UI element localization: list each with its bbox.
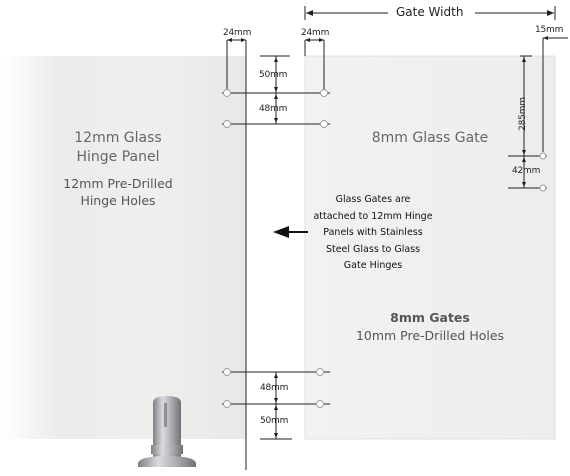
bottom-hinge-from-bottom-label: 50mm [260,416,289,426]
hinge-panel-glass [0,56,246,439]
gate-width-dimension [304,6,556,20]
latch-hole-drop-label: 285mm [517,97,528,131]
gate-glass [304,55,556,440]
hinge-panel-title: 12mm Glass Hinge Panel [48,129,188,167]
hinge-panel-subtitle: 12mm Pre-Drilled Hinge Holes [48,175,188,209]
hinge-offset-right-label: 24mm [301,28,330,38]
edge-offset-label: 15mm [535,25,564,35]
gate-holes-title: 8mm Gates [390,310,470,325]
note-line1: Glass Gates are [335,194,411,205]
note-line5: Gate Hinges [343,260,403,271]
hinge-panel-sub-line2: Hinge Holes [80,193,156,208]
hinge-holes [223,89,547,408]
arrow-left-icon [273,226,308,238]
hinge-note: Glass Gates are attached to 12mm Hinge P… [302,192,444,275]
hinge-offset-left-label: 24mm [223,28,252,38]
hinge-panel-title-line1: 12mm Glass [74,130,162,146]
top-hinge-from-top-label: 50mm [259,70,288,80]
hinge-panel-sub-line1: 12mm Pre-Drilled [63,176,173,191]
note-line4: Steel Glass to Glass [325,243,421,255]
glass-spigot-post [138,396,196,467]
bottom-hole-spacing-label: 48mm [260,383,289,393]
gate-width-label: Gate Width [392,5,468,19]
top-hole-spacing-label: 48mm [259,104,288,114]
note-line3: Panels with Stainless [323,227,423,238]
latch-hole-spacing-label: 42mm [512,166,541,176]
gate-title: 8mm Glass Gate [371,130,489,146]
gate-holes-subtitle: 10mm Pre-Drilled Holes [355,328,505,343]
hinge-panel-title-line2: Hinge Panel [76,149,160,165]
note-line2: attached to 12mm Hinge [313,210,433,222]
